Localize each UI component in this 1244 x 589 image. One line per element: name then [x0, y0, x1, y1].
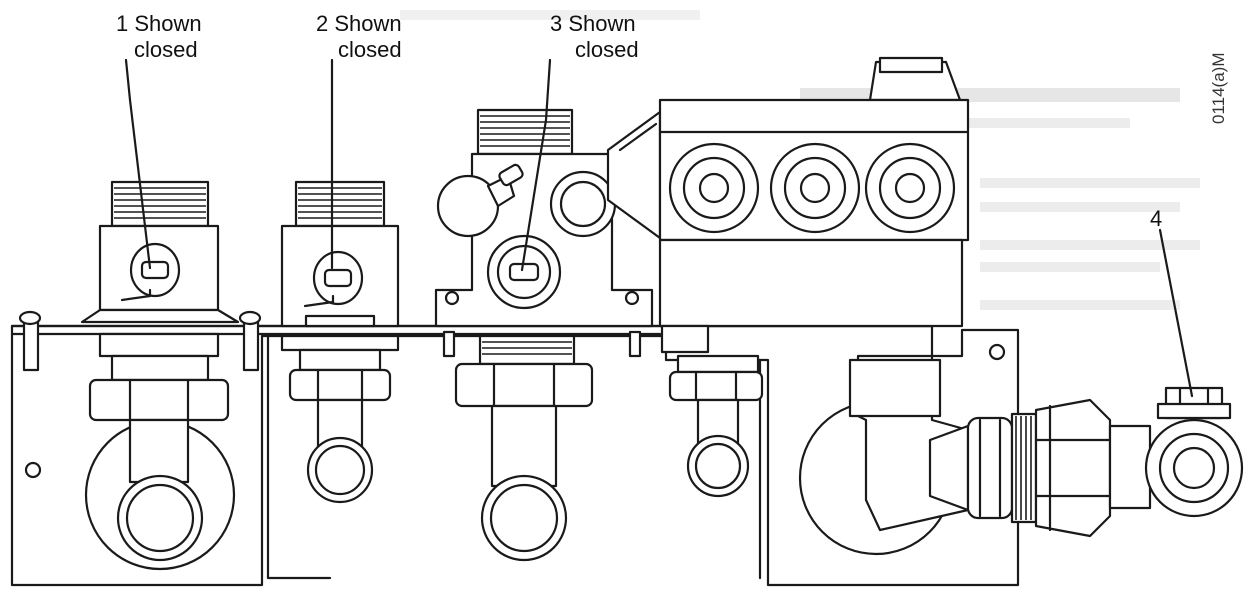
callout-1-label: 1 Shown — [116, 11, 202, 36]
leader-lines — [124, 58, 1194, 398]
outlet-left — [668, 354, 764, 498]
mounting-hole — [988, 343, 1006, 361]
callout-3-label: 3 Shown — [550, 11, 636, 36]
callout-2-word: Shown — [334, 11, 401, 36]
elbow-fitting — [798, 354, 1152, 556]
callout-2-number: 2 — [316, 11, 328, 36]
valve-3 — [434, 108, 654, 562]
callout-1-state: closed — [134, 37, 198, 62]
callout-1-number: 1 — [116, 11, 128, 36]
callout-3-state: closed — [575, 37, 639, 62]
valve-1 — [18, 180, 262, 571]
callout-3-word: Shown — [568, 11, 635, 36]
reference-code: 0114(a)M — [1209, 53, 1228, 125]
callout-1-word: Shown — [134, 11, 201, 36]
fitting-4 — [1144, 386, 1244, 518]
valve-2 — [280, 180, 400, 504]
regulator-housing — [606, 56, 970, 354]
callout-2-label: 2 Shown — [316, 11, 402, 36]
callout-2-state: closed — [338, 37, 402, 62]
mounting-hole — [24, 461, 42, 479]
callout-3-number: 3 — [550, 11, 562, 36]
callout-4-number: 4 — [1150, 206, 1162, 231]
